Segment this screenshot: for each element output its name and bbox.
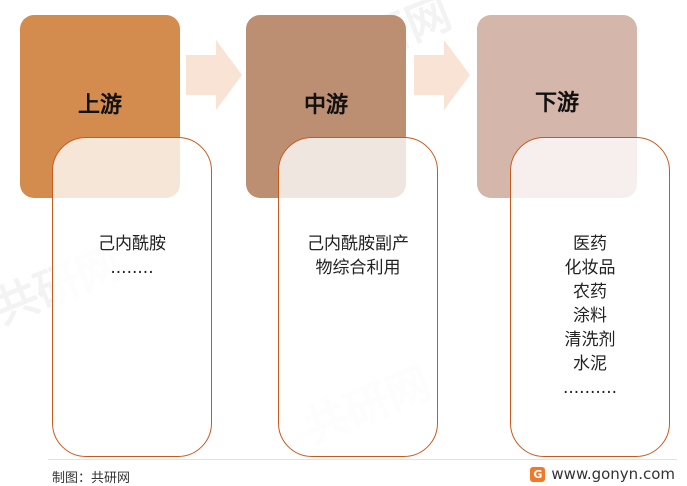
chart-credit: 制图：共研网 (52, 471, 131, 486)
item-list: 己内酰胺副产 物综合利用 (279, 232, 437, 280)
item-list: 己内酰胺 ........ (53, 232, 211, 280)
list-item: 物综合利用 (315, 258, 401, 278)
stage-title: 上游 (77, 93, 122, 118)
stage-upstream-card: 己内酰胺 ........ (52, 137, 212, 457)
list-item: 己内酰胺副产 (307, 234, 409, 254)
item-list: 医药 化妆品 农药 涂料 清洗剂 水泥 .......... (511, 232, 669, 400)
list-item: 化妆品 (564, 258, 616, 278)
stage-midstream-card: 己内酰胺副产 物综合利用 (278, 137, 438, 457)
list-item: 医药 (573, 234, 607, 254)
list-item: 农药 (573, 282, 607, 302)
stage-downstream-card: 医药 化妆品 农药 涂料 清洗剂 水泥 .......... (510, 137, 670, 457)
arrow-right-icon (186, 40, 242, 110)
stage-title: 中游 (303, 93, 348, 118)
footer-divider (48, 459, 677, 460)
stage-title: 下游 (534, 91, 579, 116)
list-item: 涂料 (573, 306, 607, 326)
website-footer: G www.gonyn.com (530, 465, 675, 483)
arrow-shape (414, 40, 470, 110)
list-item: 水泥 (573, 354, 607, 374)
gonyn-logo-icon: G (530, 466, 546, 482)
list-item: ........ (110, 258, 154, 278)
list-item: .......... (562, 378, 618, 398)
list-item: 清洗剂 (564, 330, 616, 350)
arrow-shape (186, 40, 242, 110)
list-item: 己内酰胺 (98, 234, 166, 254)
website-url: www.gonyn.com (551, 465, 675, 483)
arrow-right-icon (414, 40, 470, 110)
